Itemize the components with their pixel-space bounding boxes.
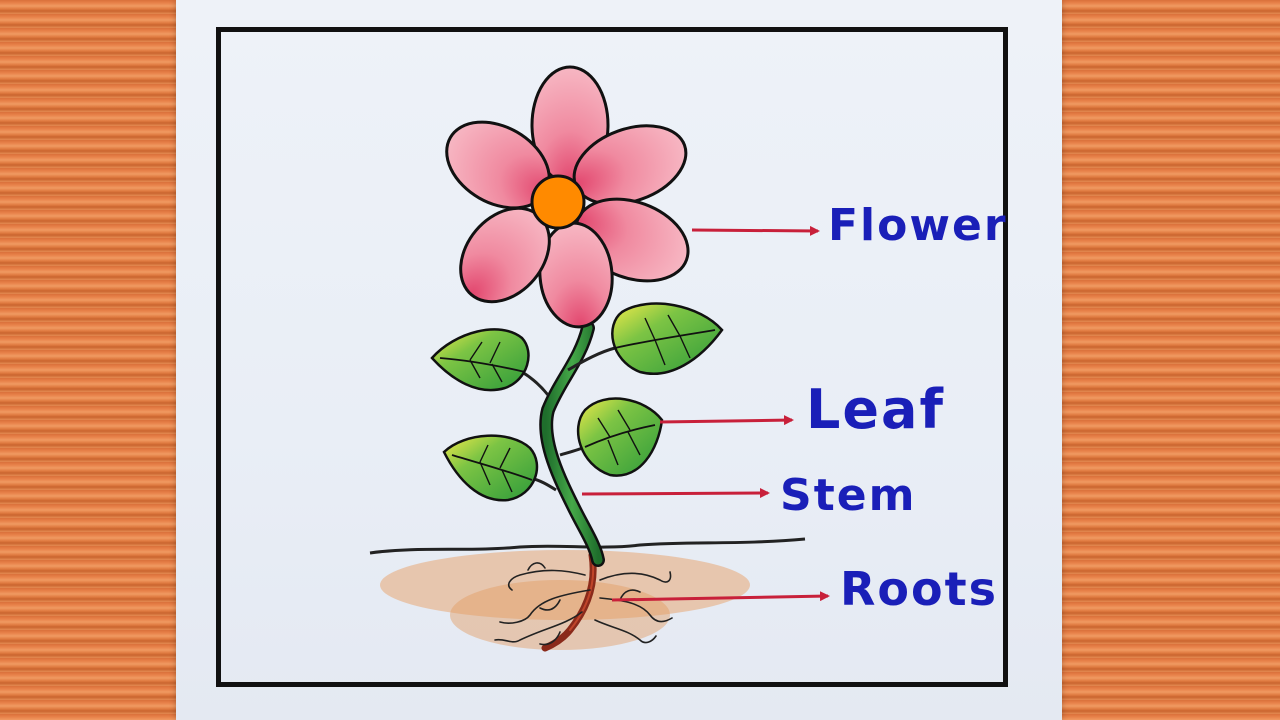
leaves [430,302,724,502]
arrow-flower [691,225,820,236]
roots [494,551,673,652]
leaf-upper-right [611,302,724,375]
pointer-arrows [581,225,830,602]
leaf-middle-right [576,397,664,477]
flower-head [445,65,690,329]
leaf-lower-left [442,434,539,502]
stem [521,321,616,567]
arrow-stem [581,488,770,499]
label-roots: Roots [840,562,998,616]
arrow-leaf [659,415,794,426]
label-flower: Flower [828,200,1008,251]
label-stem: Stem [780,470,917,521]
drawing-frame [216,27,1008,687]
soil [369,537,806,650]
arrow-roots [611,591,830,602]
flower-center [530,174,586,230]
leaf-upper-left [430,328,530,392]
label-leaf: Leaf [806,378,945,441]
